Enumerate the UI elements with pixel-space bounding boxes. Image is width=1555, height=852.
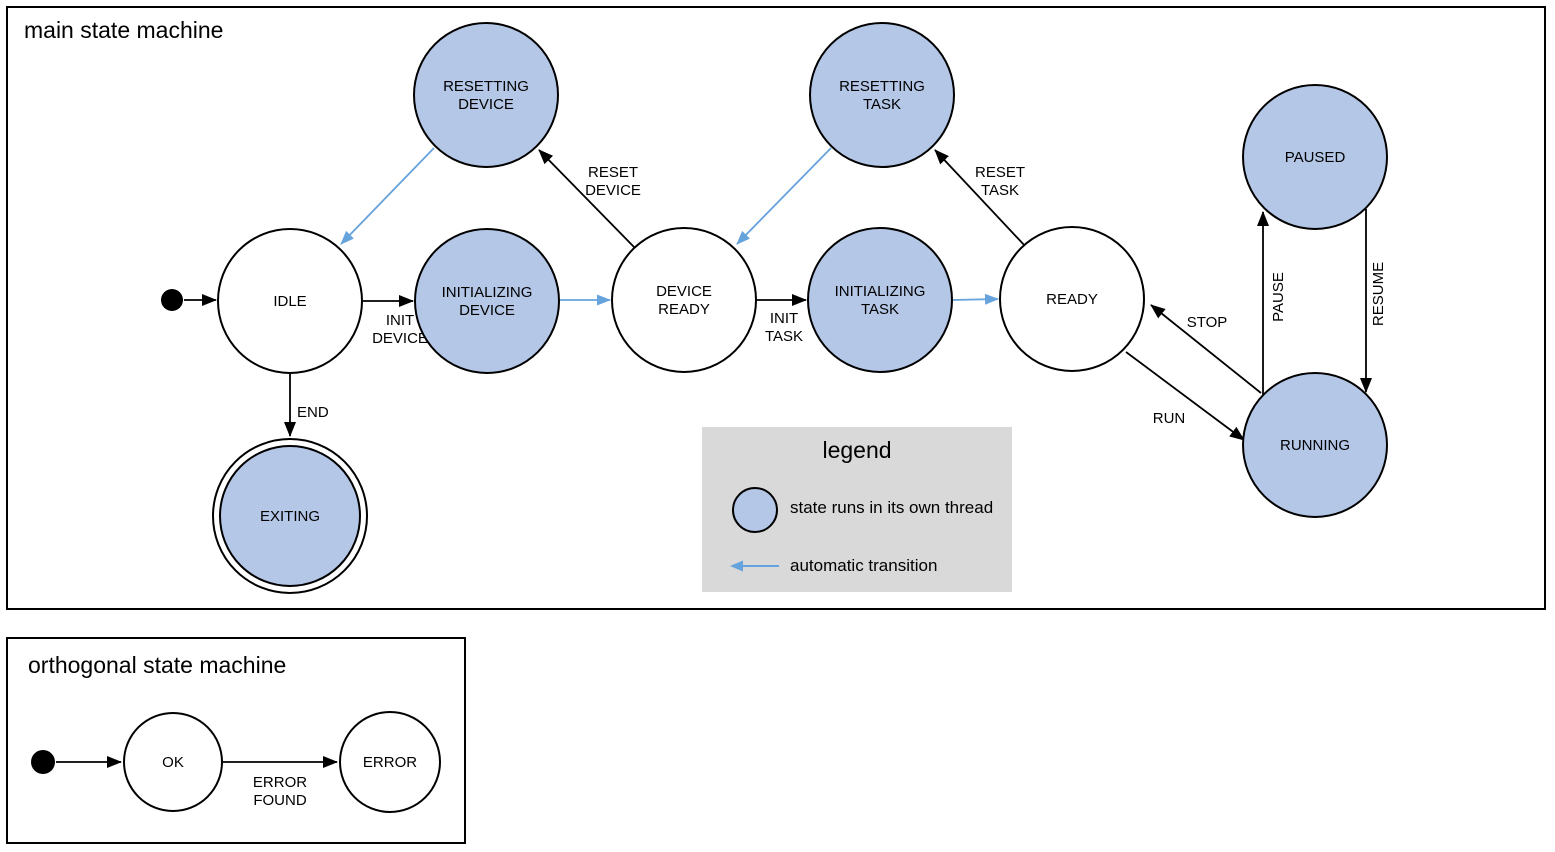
state-label-ok: OK — [162, 754, 184, 771]
transition-initializing-task-to-ready — [952, 293, 999, 305]
transition-label-running-to-paused: PAUSE — [1270, 272, 1287, 322]
initial-state-dot — [31, 750, 55, 774]
transition-resetting-task-to-device-ready — [736, 147, 832, 245]
state-label-idle: IDLE — [273, 293, 306, 310]
state-running — [1242, 372, 1388, 518]
state-resetting-device — [413, 22, 559, 168]
state-label-paused: PAUSED — [1285, 149, 1346, 166]
transition-label-running-to-ready: STOP — [1187, 314, 1228, 331]
transition-device-ready-to-resetting-device — [538, 149, 635, 248]
legend-title: legend — [822, 437, 892, 463]
transition-label-ready-to-running: RUN — [1153, 410, 1186, 427]
transition-ready-to-resetting-task — [934, 149, 1027, 248]
state-idle — [217, 228, 363, 374]
state-initializing-device — [414, 228, 560, 374]
legend-box: legend state runs in its own thread auto… — [702, 427, 1012, 592]
state-device-ready — [611, 227, 757, 373]
orthogonal-state-machine-title: orthogonal state machine — [28, 652, 287, 678]
transition-resetting-device-to-idle — [340, 147, 435, 245]
state-error — [339, 711, 441, 813]
state-ok — [123, 712, 223, 812]
state-label-exiting: EXITING — [260, 508, 320, 525]
transition-label-idle-to-exiting: END — [297, 404, 329, 421]
state-ready — [999, 226, 1145, 372]
thread-state-swatch-icon — [732, 487, 778, 533]
transition-running-to-ready — [1150, 304, 1262, 394]
transition-ready-to-running — [1125, 351, 1245, 441]
state-paused — [1242, 84, 1388, 230]
state-label-running: RUNNING — [1280, 437, 1350, 454]
state-exiting — [219, 445, 361, 587]
legend-thread-state-label: state runs in its own thread — [790, 498, 994, 517]
transition-label-paused-to-running: RESUME — [1370, 262, 1387, 326]
legend-auto-transition-label: automatic transition — [790, 556, 938, 575]
main-state-machine-title: main state machine — [24, 17, 224, 43]
state-initializing-task — [807, 227, 953, 373]
state-label-ready: READY — [1046, 291, 1098, 308]
state-label-error: ERROR — [363, 754, 417, 771]
state-resetting-task — [809, 22, 955, 168]
initial-state-dot — [161, 289, 183, 311]
auto-transition-arrow-icon — [729, 559, 781, 578]
